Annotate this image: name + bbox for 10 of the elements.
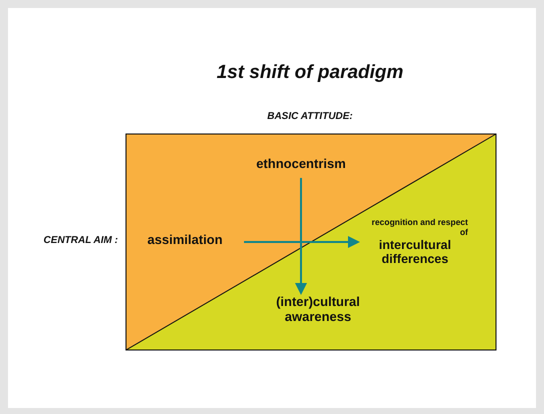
node-text: assimilation	[146, 233, 224, 248]
node-text: intercultural differences	[378, 238, 452, 266]
arrow	[244, 236, 360, 248]
node-text: ethnocentrism	[255, 157, 347, 172]
node-text: (inter)cultural awareness	[275, 295, 361, 325]
title: 1st shift of paradigm	[216, 62, 404, 84]
axis-label: CENTRAL AIM :	[42, 235, 118, 246]
axis-label: BASIC ATTITUDE:	[266, 111, 354, 122]
arrow	[295, 178, 307, 295]
node-text: recognition and respect of	[370, 218, 468, 238]
